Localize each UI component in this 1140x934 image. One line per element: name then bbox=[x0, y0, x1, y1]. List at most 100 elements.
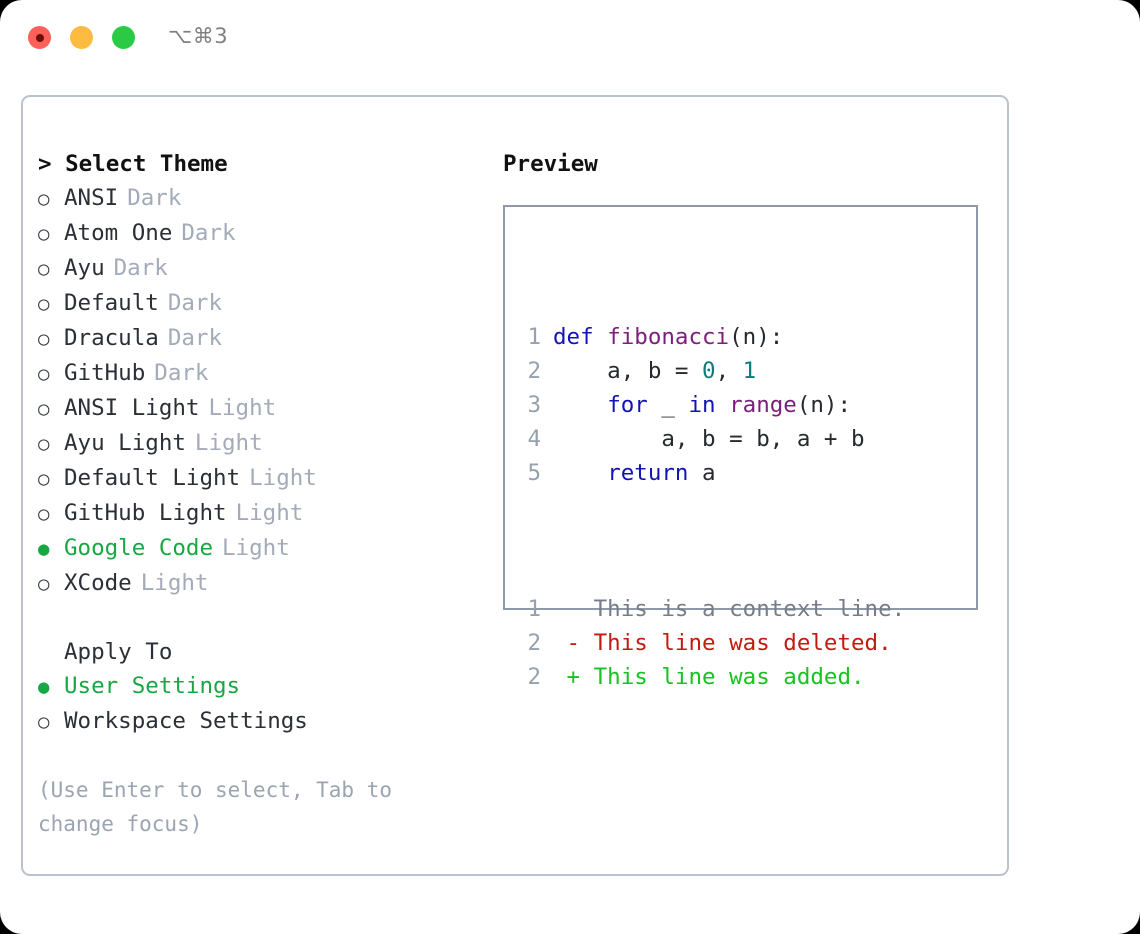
diff-line: 2 + This line was added. bbox=[519, 660, 905, 694]
theme-option-tag: Light bbox=[222, 535, 290, 561]
apply-to-option-label: User Settings bbox=[64, 673, 241, 699]
line-number: 1 bbox=[527, 324, 541, 350]
radio-unselected-icon[interactable]: ○ bbox=[38, 398, 50, 420]
theme-option-tag: Dark bbox=[127, 185, 182, 211]
code-token: (n): bbox=[729, 324, 784, 350]
line-number: 5 bbox=[527, 460, 541, 486]
theme-option-label: Default Light bbox=[64, 465, 241, 491]
code-line: 5 return a bbox=[519, 456, 905, 490]
code-token bbox=[553, 392, 607, 418]
code-token bbox=[553, 460, 607, 486]
radio-unselected-icon[interactable]: ○ bbox=[38, 258, 50, 280]
line-number: 2 bbox=[527, 630, 541, 656]
diff-line-text: + This line was added. bbox=[553, 664, 865, 690]
theme-option-row[interactable]: ○ ANSI Light Light bbox=[38, 391, 488, 426]
code-token: a, b = b, a + b bbox=[553, 426, 865, 452]
theme-option-row[interactable]: ○ Dracula Dark bbox=[38, 321, 488, 356]
theme-option-tag: Light bbox=[235, 500, 304, 526]
preview-heading: Preview bbox=[503, 151, 598, 177]
theme-option-tag: Light bbox=[249, 465, 317, 491]
theme-option-row[interactable]: ○ Default Light Light bbox=[38, 461, 488, 496]
radio-unselected-icon[interactable]: ○ bbox=[38, 711, 50, 733]
apply-to-option-row[interactable]: ○ Workspace Settings bbox=[38, 704, 488, 739]
theme-option-row[interactable]: ● Google Code Light bbox=[38, 531, 488, 566]
line-number: 3 bbox=[527, 392, 541, 418]
theme-option-label: Atom One bbox=[64, 220, 173, 246]
line-number: 2 bbox=[527, 358, 541, 384]
code-token: 1 bbox=[742, 358, 757, 384]
code-token: in bbox=[688, 392, 716, 418]
radio-unselected-icon[interactable]: ○ bbox=[38, 503, 50, 525]
apply-to-option-label: Workspace Settings bbox=[64, 708, 308, 734]
theme-option-label: Google Code bbox=[64, 535, 214, 561]
theme-option-label: Dracula bbox=[64, 325, 159, 351]
radio-unselected-icon[interactable]: ○ bbox=[38, 328, 50, 350]
theme-option-tag: Dark bbox=[167, 290, 223, 316]
theme-option-tag: Light bbox=[194, 430, 263, 456]
theme-option-row[interactable]: ○ Default Dark bbox=[38, 286, 488, 321]
radio-unselected-icon[interactable]: ○ bbox=[38, 293, 50, 315]
radio-unselected-icon[interactable]: ○ bbox=[38, 433, 50, 455]
radio-selected-icon[interactable]: ● bbox=[38, 538, 50, 560]
code-token: a bbox=[688, 460, 716, 486]
code-token: 0 bbox=[702, 358, 716, 384]
radio-unselected-icon[interactable]: ○ bbox=[38, 468, 50, 490]
code-token bbox=[716, 392, 730, 418]
diff-line-text: This is a context line. bbox=[553, 596, 906, 622]
code-token: a, b = bbox=[553, 358, 703, 384]
apply-to-list: ● User Settings ○ Workspace Settings bbox=[38, 669, 488, 739]
code-token: , bbox=[715, 358, 743, 384]
keyboard-hint: (Use Enter to select, Tab to change focu… bbox=[38, 778, 393, 836]
theme-option-label: GitHub bbox=[64, 360, 146, 386]
code-token: (n): bbox=[796, 392, 852, 418]
select-theme-heading: > Select Theme bbox=[38, 151, 228, 177]
theme-option-label: ANSI bbox=[64, 185, 119, 211]
radio-unselected-icon[interactable]: ○ bbox=[38, 223, 50, 245]
radio-unselected-icon[interactable]: ○ bbox=[38, 573, 50, 595]
diff-line: 2 - This line was deleted. bbox=[519, 626, 905, 660]
theme-option-label: XCode bbox=[64, 570, 132, 596]
theme-option-label: Ayu bbox=[64, 255, 105, 281]
code-token: fibonacci bbox=[607, 324, 730, 350]
radio-unselected-icon[interactable]: ○ bbox=[38, 188, 50, 210]
theme-option-row[interactable]: ○ XCode Light bbox=[38, 566, 488, 601]
apply-to-option-row[interactable]: ● User Settings bbox=[38, 669, 488, 704]
theme-option-tag: Light bbox=[140, 570, 209, 596]
theme-option-tag: Light bbox=[208, 395, 277, 421]
diff-lines: 1 This is a context line. 2 - This line w… bbox=[519, 592, 905, 694]
theme-option-label: Default bbox=[64, 290, 159, 316]
theme-option-row[interactable]: ○ ANSI Dark bbox=[38, 181, 488, 216]
maximize-button[interactable] bbox=[112, 26, 135, 49]
theme-option-tag: Dark bbox=[113, 255, 168, 281]
theme-option-tag: Dark bbox=[154, 360, 209, 386]
minimize-button[interactable] bbox=[70, 26, 93, 49]
theme-option-row[interactable]: ○ GitHub Dark bbox=[38, 356, 488, 391]
code-line: 4 a, b = b, a + b bbox=[519, 422, 905, 456]
line-number: 1 bbox=[527, 596, 541, 622]
code-line: 2 a, b = 0, 1 bbox=[519, 354, 905, 388]
radio-unselected-icon[interactable]: ○ bbox=[38, 363, 50, 385]
theme-option-label: ANSI Light bbox=[64, 395, 200, 421]
window-controls bbox=[28, 26, 135, 49]
radio-selected-icon[interactable]: ● bbox=[38, 676, 50, 698]
theme-option-tag: Dark bbox=[167, 325, 223, 351]
close-button[interactable] bbox=[28, 26, 51, 49]
line-number: 2 bbox=[527, 664, 541, 690]
theme-option-row[interactable]: ○ Ayu Dark bbox=[38, 251, 488, 286]
code-token: _ bbox=[647, 392, 689, 418]
code-token bbox=[594, 324, 608, 350]
diff-line-text: - This line was deleted. bbox=[553, 630, 892, 656]
window-title: ⌥⌘3 bbox=[168, 24, 229, 48]
